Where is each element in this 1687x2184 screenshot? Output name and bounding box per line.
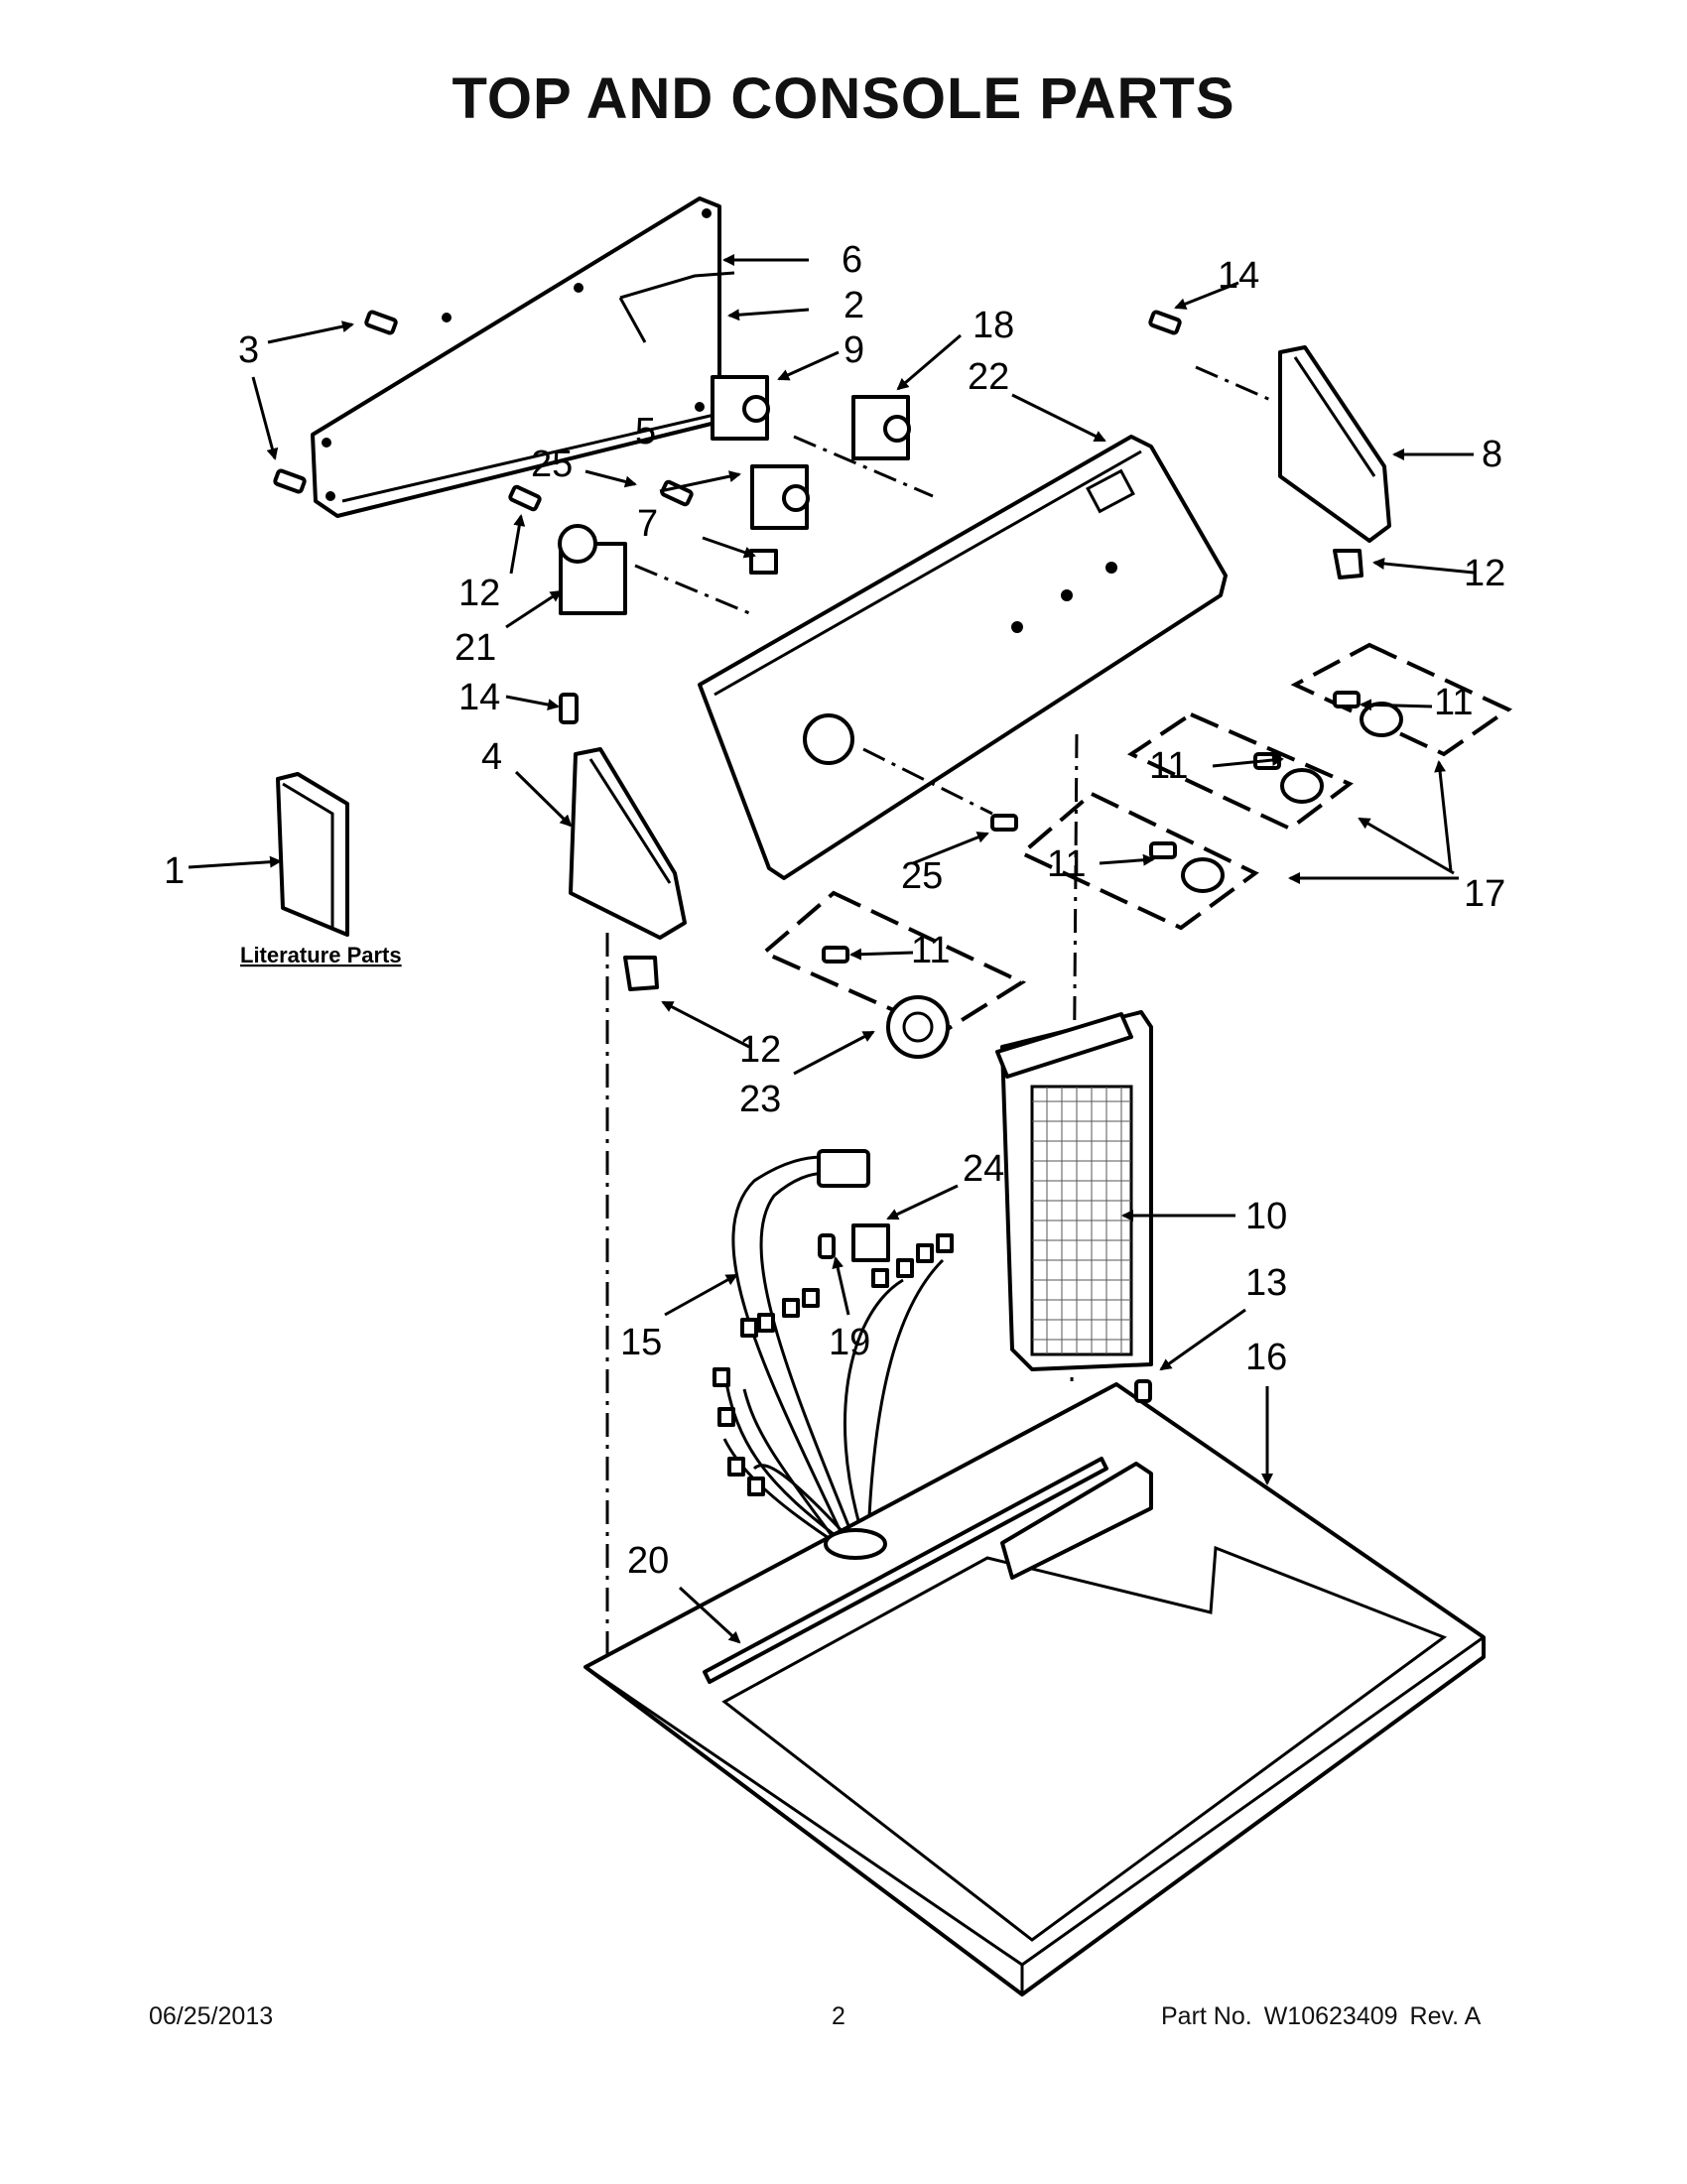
callout-4: 4 <box>481 736 502 778</box>
lint-screen <box>995 1010 1153 1371</box>
callout-13: 13 <box>1245 1262 1287 1304</box>
rear-console-panel <box>311 196 721 518</box>
callout-9: 9 <box>844 329 864 371</box>
callout-14-top: 14 <box>1218 255 1259 297</box>
leader-lines <box>188 254 1475 1644</box>
callout-12-left: 12 <box>458 573 500 614</box>
footer-part-number: Part No. W10623409 Rev. A <box>1161 2002 1492 2031</box>
timer-icon <box>508 479 778 615</box>
callout-18: 18 <box>973 305 1014 346</box>
callout-5: 5 <box>635 411 656 452</box>
push-switch-icon <box>711 375 911 530</box>
part-number-prefix: Part No. <box>1161 2002 1252 2030</box>
callout-2: 2 <box>844 285 864 326</box>
callout-12-right: 12 <box>1464 553 1505 594</box>
callout-15: 15 <box>620 1322 662 1363</box>
callout-11-c: 11 <box>1047 843 1086 885</box>
part-number-value: W10623409 <box>1263 2002 1398 2030</box>
callout-10: 10 <box>1245 1196 1287 1237</box>
console-panel <box>698 435 1228 880</box>
console-end-cap-right <box>1148 310 1391 579</box>
callout-11-a: 11 <box>1434 682 1473 723</box>
literature-parts-label: Literature Parts <box>240 943 402 967</box>
main-wire-harness <box>713 1149 954 1540</box>
callout-8: 8 <box>1482 434 1502 475</box>
callout-24: 24 <box>963 1148 1004 1190</box>
callout-22: 22 <box>968 356 1009 398</box>
screw-icon <box>273 310 398 494</box>
page-title: TOP AND CONSOLE PARTS <box>452 66 1235 131</box>
footer-page-number: 2 <box>832 2002 845 2030</box>
callout-25-mid: 25 <box>901 855 943 897</box>
wire-harness-short <box>618 271 735 343</box>
callout-20: 20 <box>627 1540 669 1582</box>
revision-label: Rev. A <box>1409 2002 1482 2030</box>
callout-1: 1 <box>164 850 185 892</box>
callout-labels: 6 2 3 9 18 22 14 8 12 5 25 7 12 21 14 4 … <box>164 239 1505 1582</box>
footer-date: 06/25/2013 <box>149 2002 274 2030</box>
callout-14-left: 14 <box>458 677 500 718</box>
callout-12-bottom: 12 <box>739 1029 781 1071</box>
dryer-top-panel <box>584 1379 1486 1996</box>
callout-7: 7 <box>637 503 658 545</box>
callout-11-d: 11 <box>911 930 950 971</box>
callout-19: 19 <box>829 1322 870 1363</box>
callout-6: 6 <box>842 239 862 281</box>
console-end-cap-left <box>559 693 687 991</box>
callout-23: 23 <box>739 1079 781 1120</box>
callout-16: 16 <box>1245 1337 1287 1378</box>
callout-17: 17 <box>1464 873 1505 915</box>
callout-21: 21 <box>454 627 496 669</box>
callout-3: 3 <box>238 329 259 371</box>
callout-25-top: 25 <box>531 444 573 485</box>
callout-11-b: 11 <box>1149 745 1188 787</box>
literature-booklet <box>276 772 349 937</box>
